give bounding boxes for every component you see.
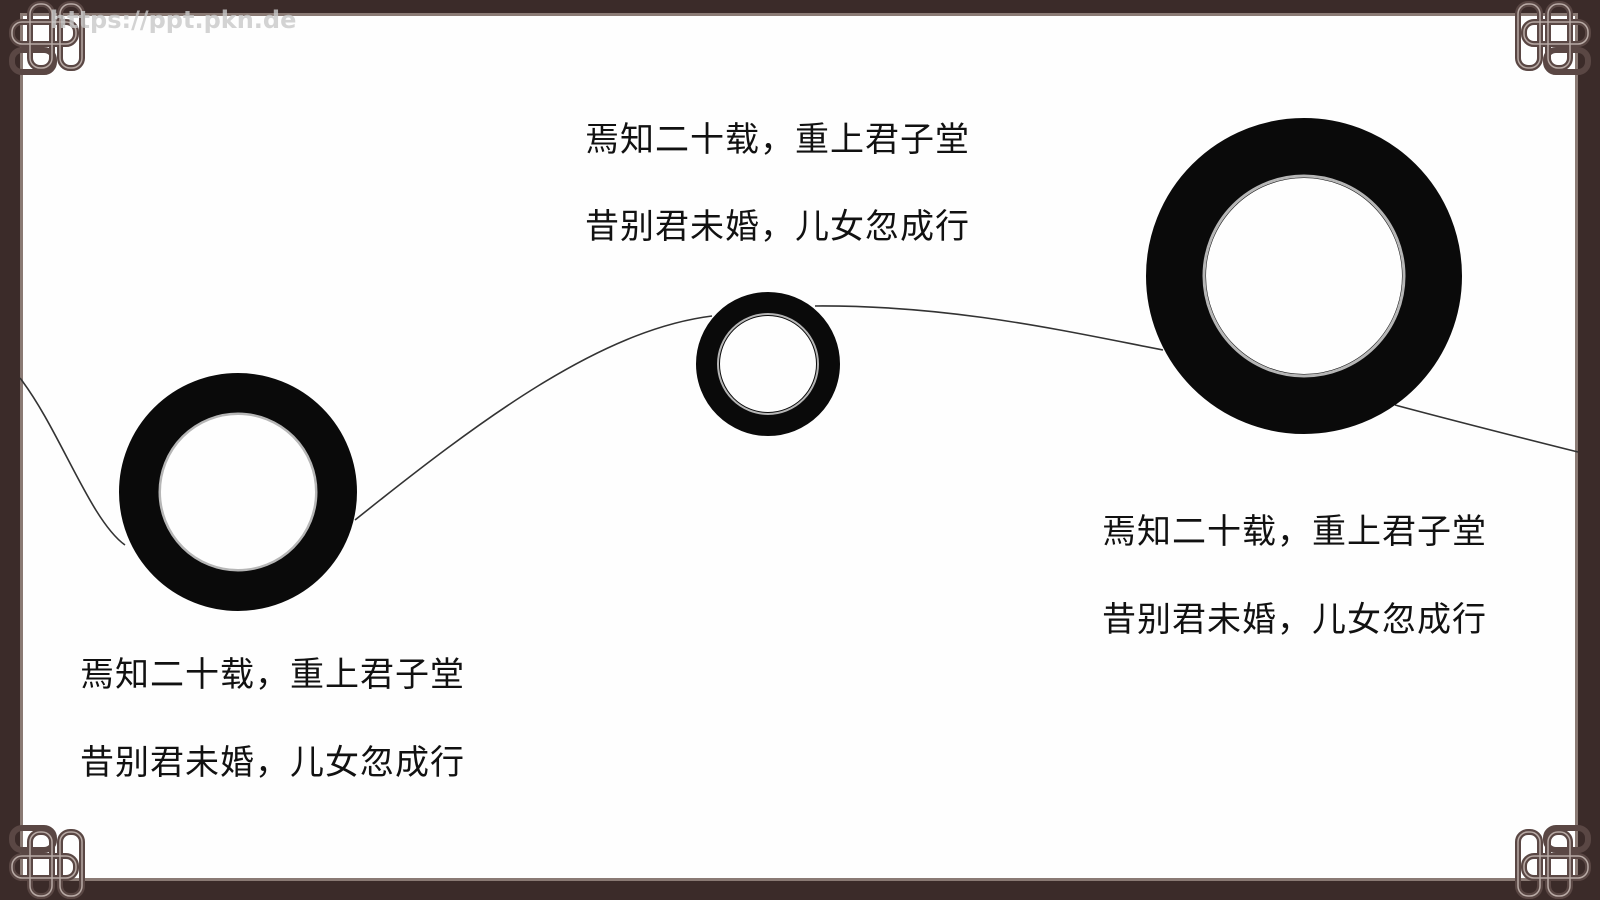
caption-middle-line2: 昔别君未婚，儿女忽成行: [585, 207, 970, 247]
caption-left-line1: 焉知二十载，重上君子堂: [80, 655, 465, 695]
caption-left-line2: 昔别君未婚，儿女忽成行: [80, 743, 465, 783]
timeline-curve: [19, 305, 1579, 546]
caption-right-line2: 昔别君未婚，儿女忽成行: [1102, 600, 1487, 640]
corner-knot-icon: [1518, 828, 1588, 896]
corner-knot-icon: [12, 828, 82, 896]
ink-circle-left: [119, 373, 357, 611]
watermark: https://ppt.pkn.de: [50, 6, 297, 34]
ink-circle-middle: [696, 292, 840, 436]
corner-knot-icon: [1518, 4, 1588, 72]
caption-right-line1: 焉知二十载，重上君子堂: [1102, 512, 1487, 552]
ink-circle-right: [1146, 118, 1462, 434]
caption-middle-line1: 焉知二十载，重上君子堂: [585, 120, 970, 160]
